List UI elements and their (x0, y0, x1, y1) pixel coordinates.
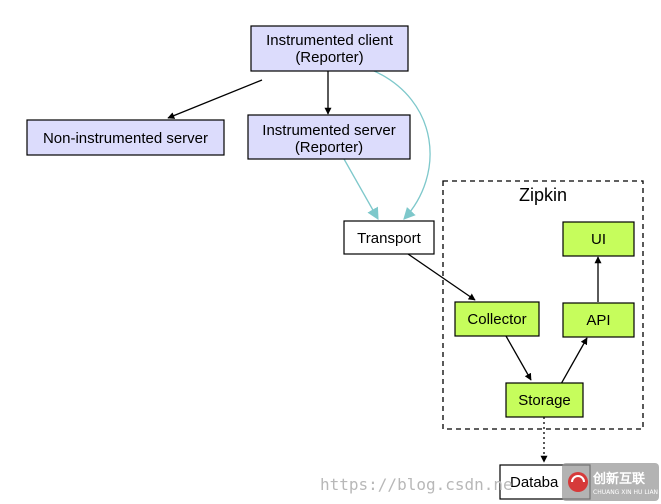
node-collector: Collector (454, 301, 540, 337)
node-collector-box (454, 301, 540, 337)
edge-client-to-non-instrumented-server (167, 79, 263, 119)
edge-collector-to-storage (505, 335, 532, 381)
watermark-logo-text: 创新互联 (592, 471, 645, 487)
node-non-instrumented-server-box (26, 119, 225, 156)
watermark-url: https://blog.csdn.ne (320, 475, 513, 494)
node-instrumented-server-label: Instrumented server (262, 122, 395, 139)
node-database-label: Databa (510, 474, 559, 491)
edge-storage-to-api (560, 337, 588, 385)
edges (167, 69, 602, 463)
node-collector-label: Collector (467, 311, 526, 328)
node-transport: Transport (343, 220, 435, 255)
node-instrumented-client: Instrumented client (Reporter) (250, 25, 409, 72)
watermark-logo-subtext: CHUANG XIN HU LIAN (593, 489, 658, 496)
zipkin-cluster: Zipkin (442, 180, 644, 430)
watermark-logo-swirl-icon (571, 475, 585, 483)
node-api: API (562, 302, 635, 338)
zipkin-cluster-border (442, 180, 644, 430)
node-instrumented-server-box (247, 114, 411, 160)
node-instrumented-server-sublabel: (Reporter) (295, 139, 363, 156)
node-non-instrumented-server-label: Non-instrumented server (43, 130, 208, 147)
node-transport-box (343, 220, 435, 255)
node-transport-label: Transport (357, 230, 421, 247)
node-storage-box (505, 382, 584, 418)
node-instrumented-client-label: Instrumented client (266, 32, 394, 49)
edge-client-to-transport (371, 69, 431, 220)
node-storage-label: Storage (518, 392, 571, 409)
node-ui-box (562, 221, 635, 257)
watermark-logo-bg (562, 463, 659, 501)
node-api-label: API (586, 312, 610, 329)
edge-transport-to-collector (407, 253, 476, 301)
node-storage: Storage (505, 382, 584, 418)
watermark-logo-icon (568, 472, 588, 492)
edge-instrumented-server-to-transport (343, 158, 379, 221)
node-ui-label: UI (591, 231, 606, 248)
node-instrumented-server: Instrumented server (Reporter) (247, 114, 411, 160)
node-api-box (562, 302, 635, 338)
node-instrumented-client-sublabel: (Reporter) (295, 49, 363, 66)
watermark-logo: 创新互联 CHUANG XIN HU LIAN (562, 463, 659, 501)
node-instrumented-client-box (250, 25, 409, 72)
node-non-instrumented-server: Non-instrumented server (26, 119, 225, 156)
zipkin-cluster-label: Zipkin (519, 185, 567, 205)
node-ui: UI (562, 221, 635, 257)
